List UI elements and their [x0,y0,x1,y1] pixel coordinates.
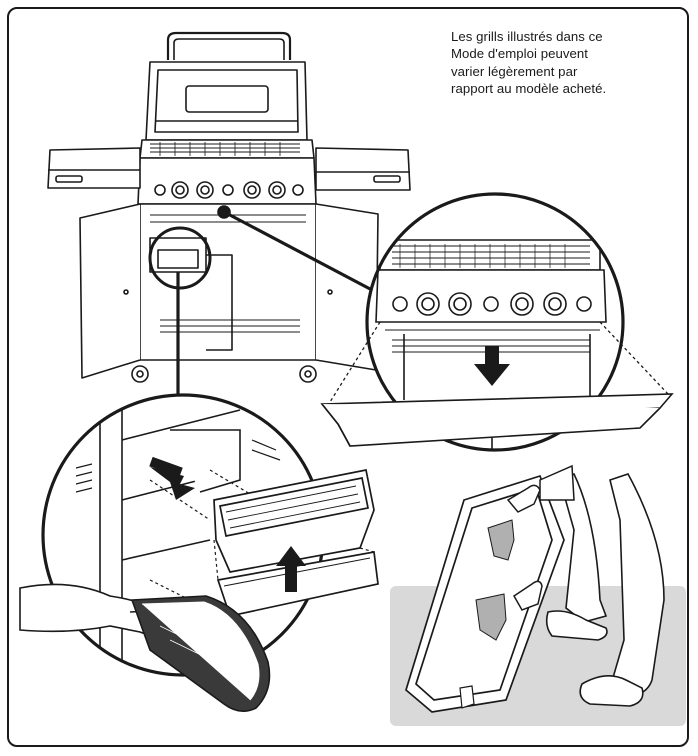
arrow-down-icon [474,346,510,386]
tray-cleaning [390,464,686,726]
note-line-1: Les grills illustrés dans ce [451,29,603,44]
arrow-up-icon [276,546,306,592]
note-line-3: varier légèrement par [451,63,578,79]
detail-connectors [176,212,373,396]
note-line-2: Mode d'emploi peuvent [451,46,588,62]
note-line-4: rapport au modèle acheté. [451,81,607,97]
arrow-left-down-icon [149,456,195,500]
drip-cup [213,469,379,617]
hand-holding-liner [19,583,271,712]
grease-tray [320,321,674,447]
grease-tray-detail [365,192,625,452]
model-disclaimer-note: Les grills illustrés dans ce Mode d'empl… [451,28,686,98]
grill-overview [47,31,411,383]
drip-cup-marker [148,226,212,290]
